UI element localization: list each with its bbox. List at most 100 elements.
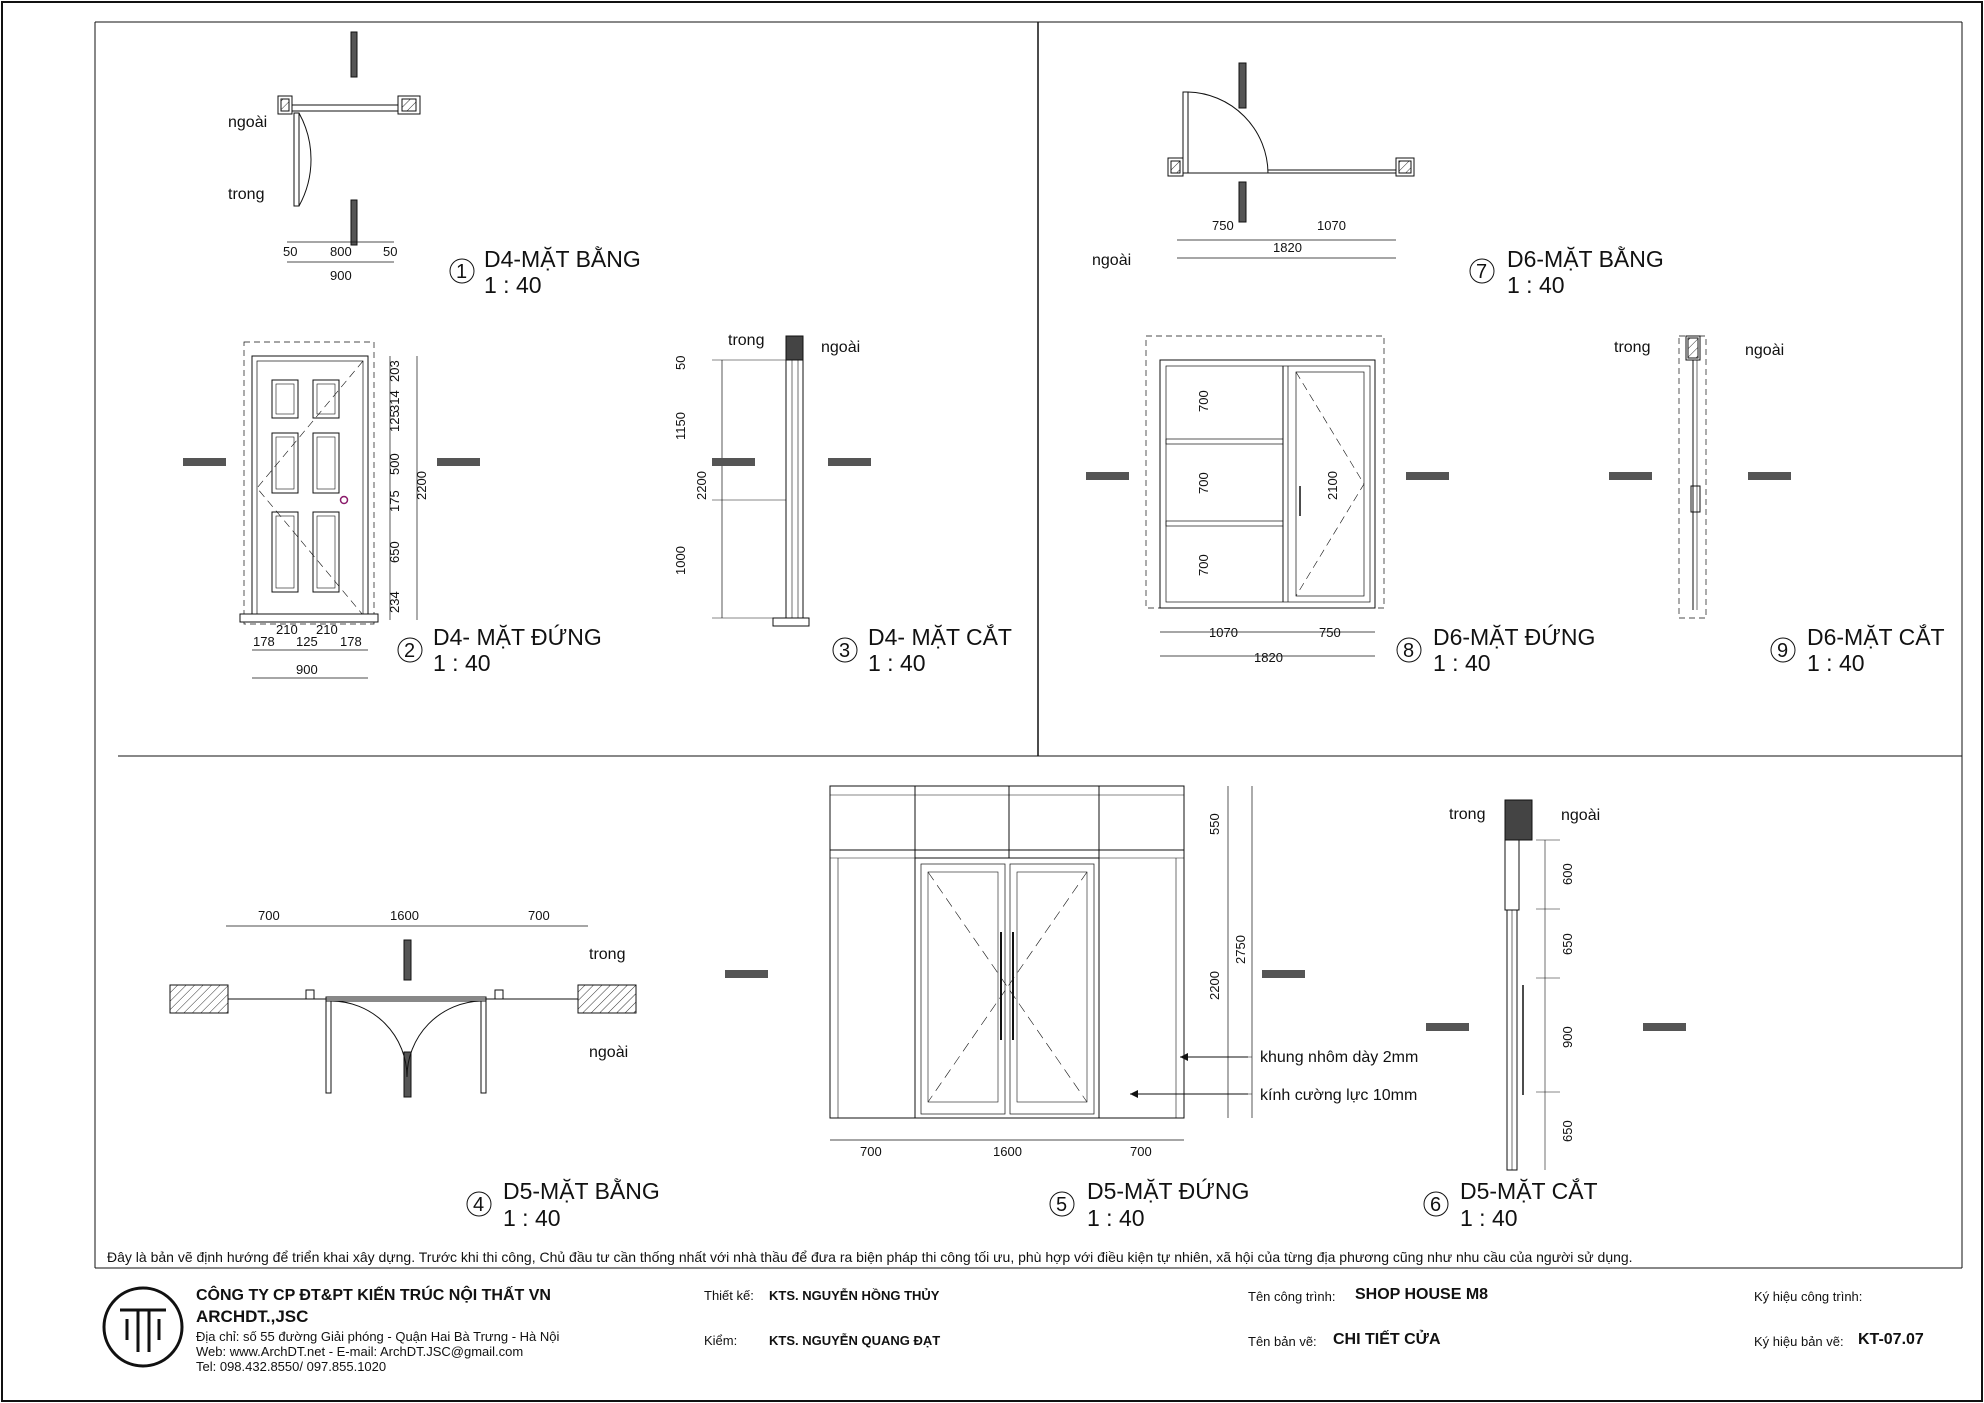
footer-note: Đây là bản vẽ định hướng để triển khai x… xyxy=(107,1249,1633,1265)
dim: 210 xyxy=(316,622,338,637)
view-scale: 1 : 40 xyxy=(1460,1205,1518,1231)
dim: 50 xyxy=(673,356,688,370)
company-web: Web: www.ArchDT.net - E-mail: ArchDT.JSC… xyxy=(196,1344,524,1359)
designer-label: Thiết kế: xyxy=(704,1288,754,1303)
dim: 2200 xyxy=(1207,971,1222,1000)
label-trong: trong xyxy=(1614,339,1650,356)
dim: 700 xyxy=(258,908,280,923)
view-scale: 1 : 40 xyxy=(1433,650,1491,676)
label-ngoai: ngoài xyxy=(589,1044,628,1061)
drawing-code-label: Ký hiệu bản vẽ: xyxy=(1754,1334,1844,1349)
view-d5-section xyxy=(1504,799,1560,1171)
view-d5-plan xyxy=(169,925,637,1098)
dim: 178 xyxy=(340,634,362,649)
dim: 700 xyxy=(528,908,550,923)
dim: 700 xyxy=(1196,472,1211,494)
section-mark xyxy=(1643,1023,1686,1031)
view-d6-section xyxy=(1678,335,1707,619)
dim: 1820 xyxy=(1273,240,1302,255)
dim: 900 xyxy=(1560,1026,1575,1048)
company-logo xyxy=(102,1286,184,1368)
dim: 650 xyxy=(1560,1120,1575,1142)
dim: 550 xyxy=(1207,813,1222,835)
view-title-8: 8 D6-MẶT ĐỨNG 1 : 40 xyxy=(1396,624,1595,676)
company-address: Địa chỉ: số 55 đường Giải phóng - Quận H… xyxy=(196,1329,560,1344)
view-title: D4- MẶT ĐỨNG xyxy=(433,624,602,650)
section-mark xyxy=(1426,1023,1469,1031)
view-title: D5-MẶT ĐỨNG xyxy=(1087,1178,1249,1204)
view-scale: 1 : 40 xyxy=(1507,272,1565,298)
dim: 2100 xyxy=(1325,471,1340,500)
view-title-9: 9 D6-MẶT CẮT 1 : 40 xyxy=(1770,623,1945,676)
section-mark xyxy=(437,458,480,466)
dim: 2200 xyxy=(694,471,709,500)
view-number: 6 xyxy=(1430,1194,1441,1216)
view-scale: 1 : 40 xyxy=(1087,1205,1145,1231)
dim: 500 xyxy=(387,453,402,475)
section-mark xyxy=(1262,970,1305,978)
dim: 900 xyxy=(296,662,318,677)
view-titles: 1 D4-MẶT BẰNG 1 : 40 2 D4- MẶT ĐỨNG 1 : … xyxy=(397,245,1945,1231)
view-title-1: 1 D4-MẶT BẰNG 1 : 40 xyxy=(449,245,641,298)
view-number: 3 xyxy=(839,640,850,662)
dim: 50 xyxy=(383,244,397,259)
view-title-4: 4 D5-MẶT BẰNG 1 : 40 xyxy=(466,1177,660,1231)
dim: 2200 xyxy=(414,471,429,500)
designer-name: KTS. NGUYỄN HỒNG THỦY xyxy=(769,1288,940,1303)
view-title-3: 3 D4- MẶT CẮT 1 : 40 xyxy=(832,623,1012,676)
dim: 178 xyxy=(253,634,275,649)
dim: 700 xyxy=(1130,1144,1152,1159)
view-scale: 1 : 40 xyxy=(433,650,491,676)
dim: 750 xyxy=(1319,625,1341,640)
view-number: 5 xyxy=(1056,1194,1067,1216)
view-title: D4- MẶT CẮT xyxy=(868,623,1012,650)
dim: 1070 xyxy=(1209,625,1238,640)
section-mark xyxy=(1086,472,1129,480)
project-code-label: Ký hiệu công trình: xyxy=(1754,1289,1863,1304)
label-ngoai: ngoài xyxy=(228,114,267,131)
label-ngoai: ngoài xyxy=(1561,807,1600,824)
dim: 1600 xyxy=(993,1144,1022,1159)
checker-label: Kiểm: xyxy=(704,1333,738,1348)
view-number: 7 xyxy=(1476,261,1487,283)
company-short-name: ARCHDT.,JSC xyxy=(196,1307,309,1326)
drawing-code: KT-07.07 xyxy=(1858,1331,1924,1348)
frame-note: khung nhôm dày 2mm xyxy=(1260,1049,1418,1066)
view-title-7: 7 D6-MẶT BẰNG 1 : 40 xyxy=(1469,245,1664,298)
view-scale: 1 : 40 xyxy=(503,1205,561,1231)
dim: 650 xyxy=(1560,933,1575,955)
view-d4-section xyxy=(712,335,810,627)
label-ngoai: ngoài xyxy=(821,339,860,356)
dim: 700 xyxy=(1196,390,1211,412)
dim: 234 xyxy=(387,591,402,613)
dim: 125 xyxy=(296,634,318,649)
project-name: SHOP HOUSE M8 xyxy=(1355,1286,1489,1303)
dim: 210 xyxy=(276,622,298,637)
view-title: D4-MẶT BẰNG xyxy=(484,245,641,272)
view-number: 4 xyxy=(473,1194,484,1216)
view-title: D5-MẶT CẮT xyxy=(1460,1177,1598,1204)
section-mark xyxy=(1609,472,1652,480)
dim: 314 xyxy=(387,390,402,412)
view-scale: 1 : 40 xyxy=(1807,650,1865,676)
view-d6-elevation xyxy=(1145,335,1385,657)
section-mark xyxy=(712,458,755,466)
dim: 175 xyxy=(387,490,402,512)
section-mark xyxy=(1406,472,1449,480)
company-tel: Tel: 098.432.8550/ 097.855.1020 xyxy=(196,1359,387,1374)
section-mark xyxy=(183,458,226,466)
drawing-label: Tên bản vẽ: xyxy=(1248,1334,1317,1349)
label-trong: trong xyxy=(1449,806,1485,823)
view-d6-plan xyxy=(1167,62,1415,259)
section-mark xyxy=(828,458,871,466)
section-mark xyxy=(1748,472,1791,480)
view-title-5: 5 D5-MẶT ĐỨNG 1 : 40 xyxy=(1049,1178,1249,1231)
dim: 800 xyxy=(330,244,352,259)
checker-name: KTS. NGUYỄN QUANG ĐẠT xyxy=(769,1333,941,1348)
dim: 1820 xyxy=(1254,650,1283,665)
dim: 203 xyxy=(387,360,402,382)
dim: 50 xyxy=(283,244,297,259)
company-name: CÔNG TY CP ĐT&PT KIẾN TRÚC NỘI THẤT VN xyxy=(196,1287,551,1304)
view-number: 2 xyxy=(404,640,415,662)
